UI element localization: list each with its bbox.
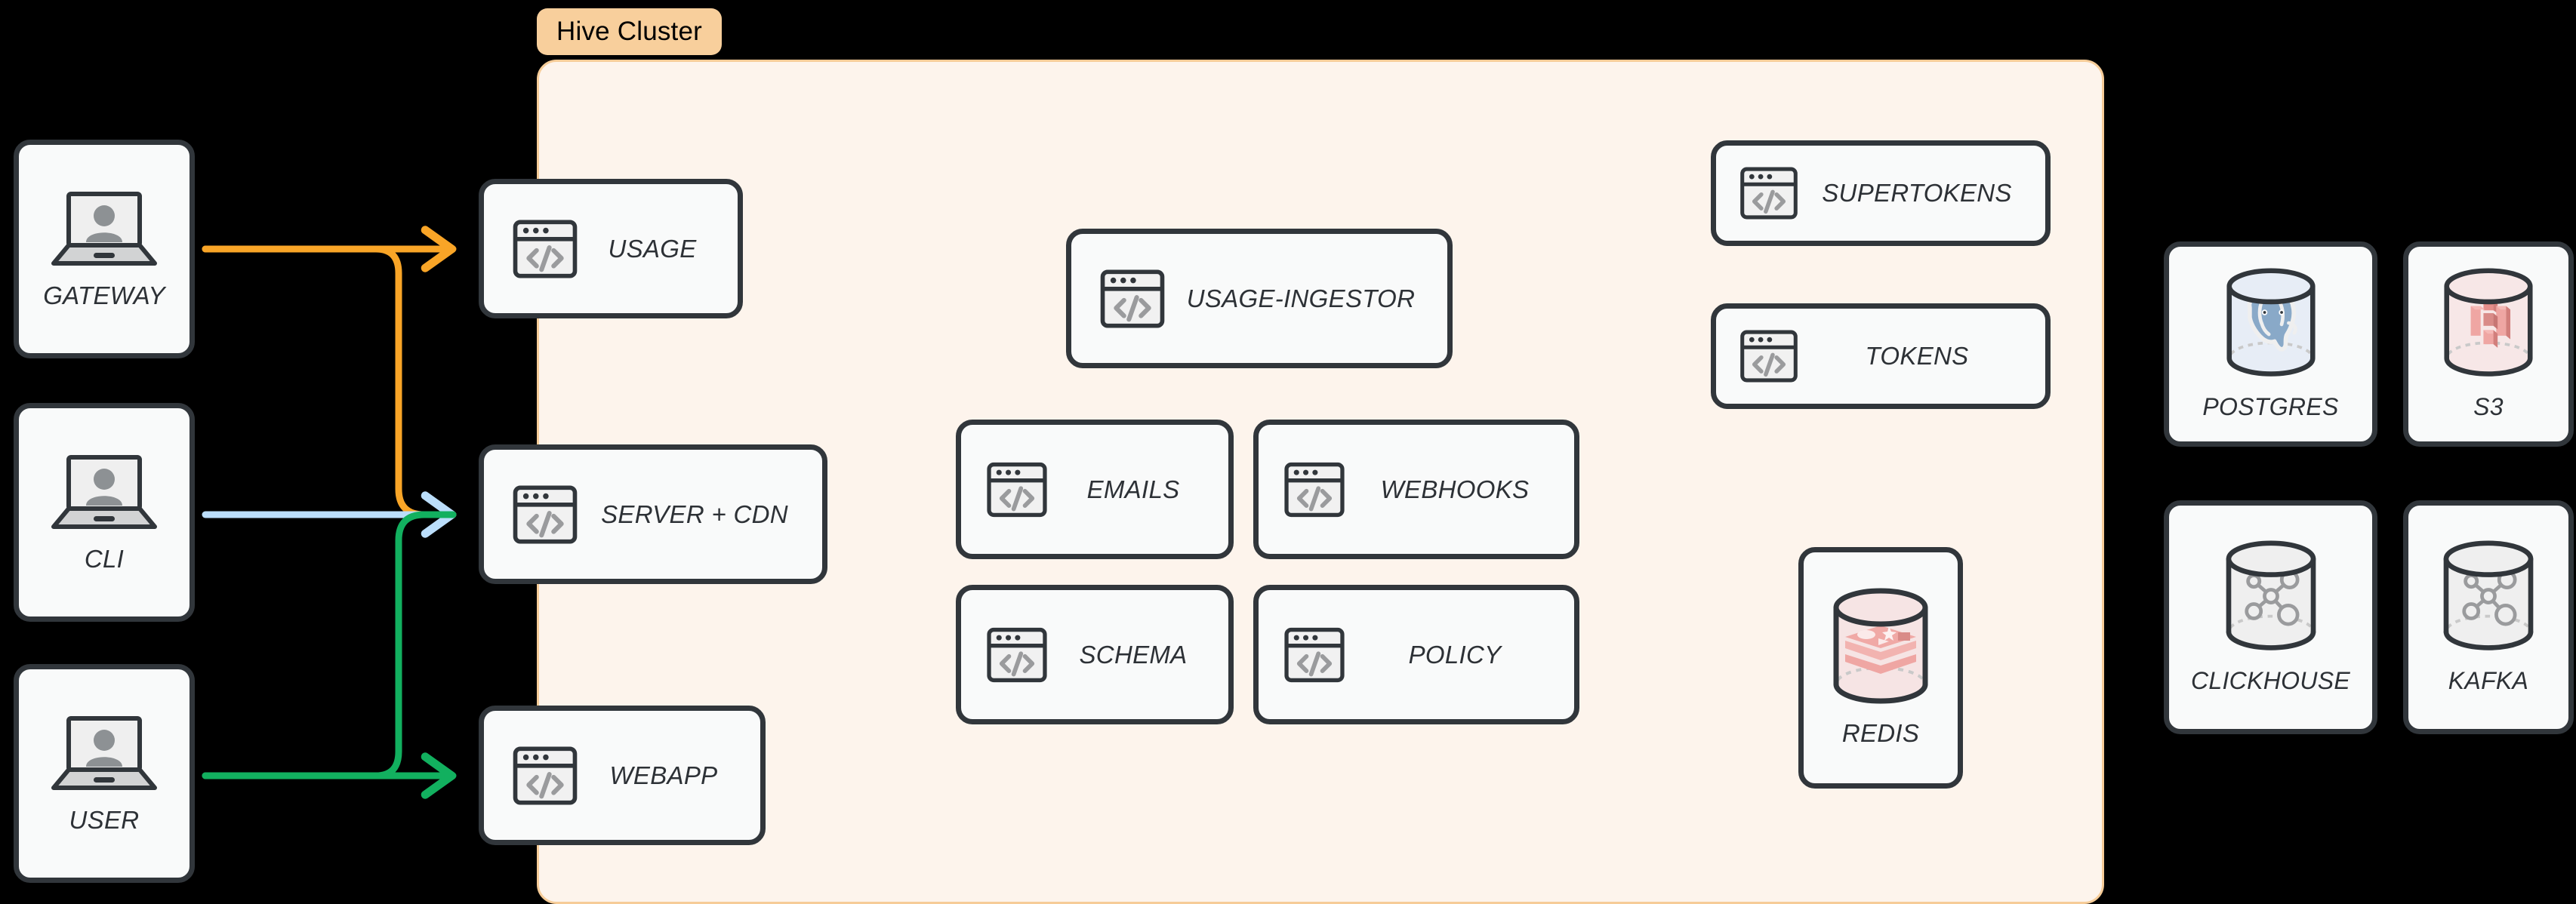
service-node-schema[interactable]: SCHEMA	[956, 585, 1234, 724]
code-window-icon	[1284, 627, 1345, 682]
graph-cylinder-icon	[2443, 540, 2534, 650]
client-label-cli: CLI	[84, 545, 125, 573]
code-window-icon	[987, 627, 1047, 682]
service-node-server-cdn[interactable]: SERVER + CDN	[479, 444, 827, 584]
service-node-usage[interactable]: USAGE	[479, 179, 743, 318]
datastore-node-clickhouse[interactable]: CLICKHOUSE	[2164, 500, 2377, 734]
s3-cylinder-icon	[2444, 267, 2533, 377]
code-window-icon	[1740, 167, 1798, 220]
datastore-node-redis[interactable]: REDIS	[1798, 547, 1963, 789]
client-node-cli[interactable]: CLI	[14, 403, 195, 622]
service-label-webhooks: WEBHOOKS	[1380, 475, 1530, 503]
laptop-user-icon	[51, 455, 157, 529]
service-label-emails: EMAILS	[1086, 475, 1180, 503]
service-node-policy[interactable]: POLICY	[1253, 585, 1579, 724]
code-window-icon	[513, 484, 578, 544]
service-node-webapp[interactable]: WEBAPP	[479, 706, 766, 845]
wire-user-to-server	[202, 511, 457, 779]
service-label-policy: POLICY	[1408, 640, 1502, 669]
laptop-user-icon	[51, 192, 157, 266]
datastore-label-kafka: KAFKA	[2448, 666, 2529, 694]
code-window-icon	[513, 219, 578, 278]
code-window-icon	[1740, 330, 1798, 383]
datastore-label-s3: S3	[2473, 392, 2504, 420]
wire-gateway-to-server	[202, 245, 457, 518]
postgres-cylinder-icon	[2226, 267, 2316, 377]
datastore-label-clickhouse: CLICKHOUSE	[2190, 666, 2351, 694]
service-node-emails[interactable]: EMAILS	[956, 420, 1234, 559]
service-label-supertokens: SUPERTOKENS	[1822, 179, 2012, 207]
service-label-webapp: WEBAPP	[609, 761, 718, 789]
client-node-user[interactable]: USER	[14, 664, 195, 883]
service-node-tokens[interactable]: TOKENS	[1711, 303, 2051, 409]
service-label-usage-ingestor: USAGE-INGESTOR	[1186, 284, 1416, 312]
laptop-user-icon	[51, 716, 157, 790]
hive-cluster-badge: Hive Cluster	[537, 8, 723, 55]
redis-cylinder-icon	[1833, 588, 1928, 704]
service-label-tokens: TOKENS	[1865, 342, 1969, 370]
code-window-icon	[1284, 462, 1345, 517]
datastore-label-postgres: POSTGRES	[2202, 392, 2339, 420]
datastore-label-redis: REDIS	[1841, 719, 1920, 747]
client-label-gateway: GATEWAY	[43, 281, 165, 309]
code-window-icon	[987, 462, 1047, 517]
code-window-icon	[1100, 269, 1165, 328]
datastore-node-kafka[interactable]: KAFKA	[2403, 500, 2574, 734]
service-label-schema: SCHEMA	[1079, 640, 1188, 669]
graph-cylinder-icon	[2226, 540, 2316, 650]
client-label-user: USER	[69, 806, 140, 834]
hive-cluster-badge-label: Hive Cluster	[556, 17, 703, 46]
service-label-server-cdn: SERVER + CDN	[601, 500, 788, 528]
datastore-node-postgres[interactable]: POSTGRES	[2164, 241, 2377, 447]
service-node-supertokens[interactable]: SUPERTOKENS	[1711, 140, 2051, 246]
code-window-icon	[513, 746, 578, 805]
service-label-usage: USAGE	[608, 234, 697, 263]
client-node-gateway[interactable]: GATEWAY	[14, 140, 195, 358]
datastore-node-s3[interactable]: S3	[2403, 241, 2574, 447]
service-node-usage-ingestor[interactable]: USAGE-INGESTOR	[1066, 229, 1453, 368]
service-node-webhooks[interactable]: WEBHOOKS	[1253, 420, 1579, 559]
